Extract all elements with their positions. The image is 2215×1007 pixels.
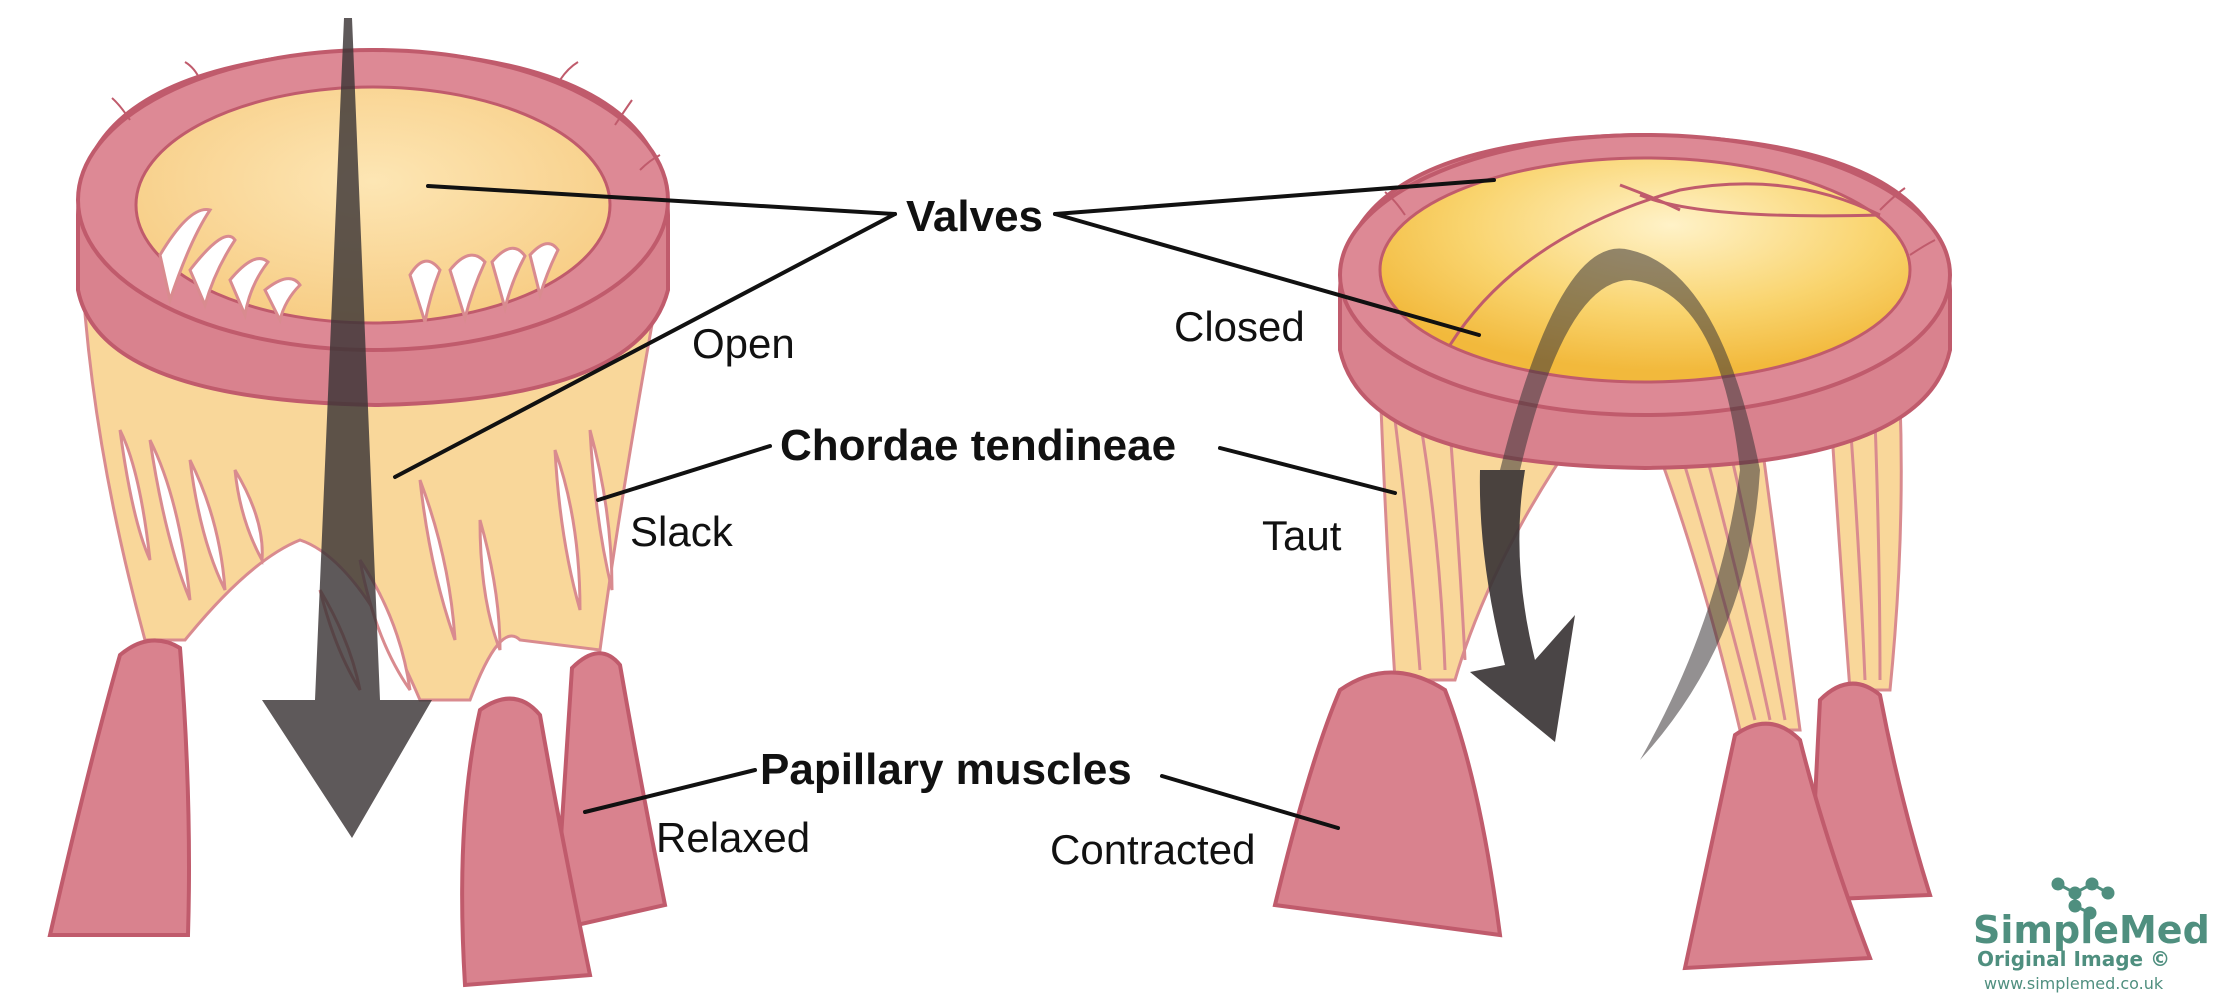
closed-valve-ring-lines [1384, 187, 1936, 256]
label-chordae-tendineae: Chordae tendineae [780, 421, 1176, 470]
logo-name: SimpleMed [1973, 908, 2210, 952]
closed-valve-chord-lines [1393, 419, 1882, 721]
open-valve [47, 18, 670, 988]
open-valve-papillary-back [552, 651, 668, 933]
leader-valves-right-top [1053, 178, 1496, 216]
label-contracted: Contracted [1050, 826, 1255, 873]
leader-lines [393, 178, 1496, 830]
closed-valve [1272, 132, 1952, 971]
leader-papillary-right [1160, 774, 1340, 830]
open-valve-papillary-front [460, 696, 593, 988]
leader-papillary-left [583, 768, 757, 814]
label-taut: Taut [1262, 512, 1342, 559]
open-valve-ring-lines [111, 61, 661, 171]
leader-valves-left-top [426, 184, 897, 216]
label-closed: Closed [1174, 303, 1305, 350]
closed-valve-flow-arrow [1470, 470, 1575, 742]
leader-valves-right-bottom [1053, 212, 1481, 337]
open-valve-papillary-left [47, 638, 191, 937]
label-relaxed: Relaxed [656, 814, 810, 861]
logo-url: www.simplemed.co.uk [1984, 974, 2164, 993]
label-valves: Valves [906, 192, 1043, 241]
molecule-icon [2051, 877, 2115, 920]
label-papillary-muscles: Papillary muscles [760, 745, 1132, 794]
open-valve-flow-arrow [262, 18, 432, 838]
logo-original-image: Original Image © [1977, 947, 2170, 971]
simplemed-logo: SimpleMed Original Image © www.simplemed… [1973, 877, 2210, 993]
label-slack: Slack [630, 508, 734, 555]
leader-chordae-left [596, 444, 772, 502]
closed-valve-chordae-right [1828, 398, 1903, 692]
closed-valve-coaptation-lines [1448, 182, 1881, 346]
leader-chordae-right [1218, 446, 1397, 495]
leader-valves-left-bottom [393, 212, 897, 479]
closed-valve-papillary-front [1682, 721, 1873, 971]
label-open: Open [692, 320, 795, 367]
open-valve-leaflet-slits [158, 208, 560, 325]
closed-valve-papillary-left [1272, 670, 1503, 938]
